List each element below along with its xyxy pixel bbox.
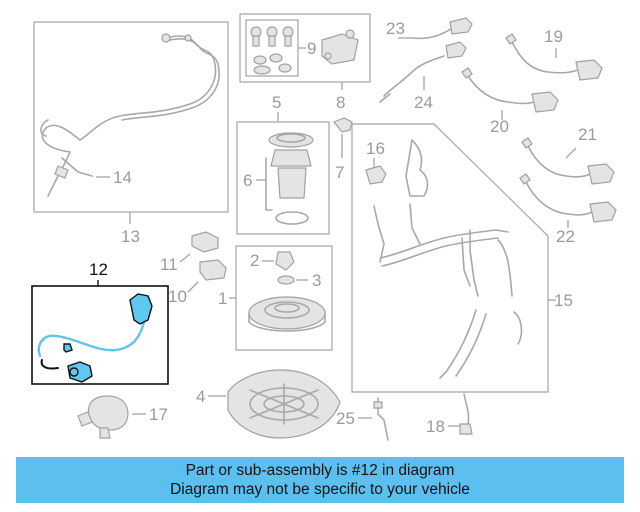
label-7: 7 — [335, 163, 344, 182]
label-16: 16 — [366, 139, 385, 158]
label-2: 2 — [250, 251, 259, 270]
label-21: 21 — [578, 125, 597, 144]
banner-line-2: Diagram may not be specific to your vehi… — [170, 481, 470, 498]
label-25: 25 — [336, 409, 355, 428]
label-6: 6 — [243, 171, 252, 190]
label-15: 15 — [554, 291, 573, 310]
banner-line-1: Part or sub-assembly is #12 in diagram — [185, 462, 455, 479]
label-14: 14 — [113, 168, 132, 187]
part-7[interactable]: 7 — [333, 117, 353, 182]
part-23-sensor[interactable]: 23 — [383, 17, 473, 97]
part-10[interactable]: 10 — [168, 259, 227, 306]
part-15-16-group[interactable]: 16 15 — [351, 123, 573, 393]
label-5: 5 — [272, 93, 281, 112]
info-banner: Part or sub-assembly is #12 in diagram D… — [16, 457, 624, 503]
part-22-sensor[interactable]: 22 — [519, 173, 617, 246]
label-22: 22 — [556, 227, 575, 246]
part-12-oxygen-sensor[interactable]: 12 — [31, 260, 169, 385]
part-11[interactable]: 11 — [160, 231, 219, 274]
part-4-shield[interactable]: 4 — [196, 369, 341, 439]
label-8: 8 — [336, 93, 345, 112]
part-25[interactable]: 25 — [336, 397, 389, 441]
label-18: 18 — [426, 417, 445, 436]
label-9: 9 — [307, 39, 316, 58]
label-3: 3 — [312, 271, 321, 290]
part-21-sensor[interactable]: 21 — [521, 125, 615, 185]
part-5-6-fuel-pump-group[interactable]: 5 6 — [236, 93, 330, 235]
label-4: 4 — [196, 387, 205, 406]
label-20: 20 — [490, 117, 509, 136]
part-8-9-group[interactable]: 9 8 — [239, 13, 371, 112]
label-11: 11 — [160, 255, 178, 274]
part-20-sensor[interactable]: 20 — [461, 67, 559, 136]
part-1-2-3-group[interactable]: 2 3 1 — [218, 245, 333, 351]
part-24-sensor[interactable]: 24 — [379, 41, 467, 112]
part-13-fuel-line-group[interactable]: 14 13 — [33, 21, 229, 246]
label-10: 10 — [168, 287, 187, 306]
part-17[interactable]: 17 — [77, 395, 168, 439]
label-1: 1 — [218, 289, 227, 308]
label-23: 23 — [386, 19, 405, 38]
label-12: 12 — [89, 260, 108, 279]
label-13: 13 — [121, 227, 140, 246]
label-17: 17 — [149, 405, 168, 424]
label-24: 24 — [414, 93, 433, 112]
part-18[interactable]: 18 — [426, 393, 473, 436]
part-19-sensor[interactable]: 19 — [505, 27, 603, 81]
label-19: 19 — [544, 27, 563, 46]
